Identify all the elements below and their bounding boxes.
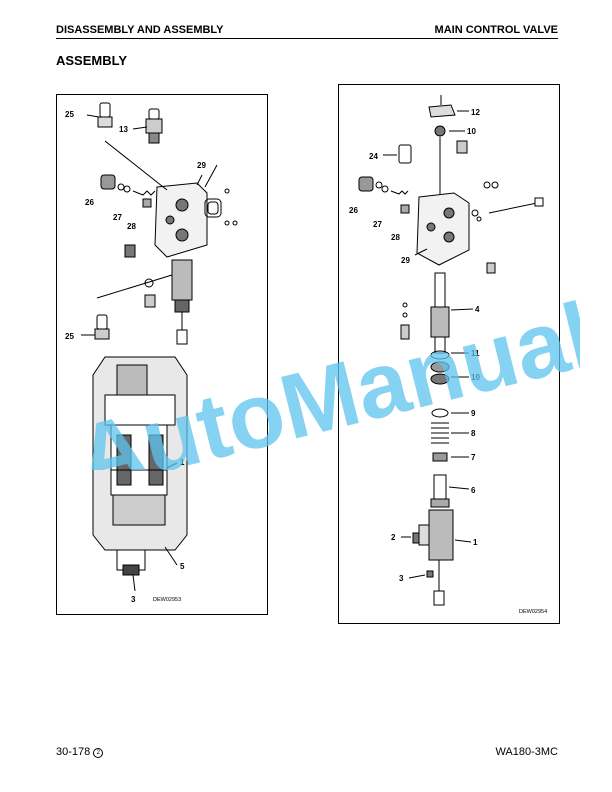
callout-label-6: 6 xyxy=(471,486,476,495)
callout-label-1: 1 xyxy=(473,538,478,547)
callout-label-27: 27 xyxy=(373,220,382,229)
callout-label-26: 26 xyxy=(349,206,358,215)
footer-model: WA180-3MC xyxy=(495,746,558,758)
callout-label-28: 28 xyxy=(391,233,400,242)
callout-label-25-lower: 25 xyxy=(65,332,74,341)
callout-label-27: 27 xyxy=(113,213,122,222)
callout-label-5: 5 xyxy=(180,562,185,571)
callout-label-1: 1 xyxy=(180,458,185,467)
header-rule xyxy=(56,38,558,39)
callout-label-9: 9 xyxy=(471,409,476,418)
callout-label-26: 26 xyxy=(85,198,94,207)
callout-label-29: 29 xyxy=(197,161,206,170)
callout-label-10-top: 10 xyxy=(467,127,476,136)
figure-right-drawing: 12 10 24 26 27 28 29 4 11 10 9 8 7 6 2 1… xyxy=(349,95,547,615)
callout-label-25: 25 xyxy=(65,110,74,119)
callout-label-28: 28 xyxy=(127,222,136,231)
page-header: DISASSEMBLY AND ASSEMBLY MAIN CONTROL VA… xyxy=(56,24,558,38)
figure-code: DEW02954 xyxy=(519,609,547,615)
revision-mark: 2 xyxy=(93,748,104,758)
callout-label-3: 3 xyxy=(131,595,136,604)
figure-left-drawing: 25 13 29 26 27 28 25 1 5 3 DEW02953 xyxy=(65,102,238,604)
header-section-title: DISASSEMBLY AND ASSEMBLY xyxy=(56,24,224,36)
callout-label-11: 11 xyxy=(471,349,480,358)
figure-code: DEW02953 xyxy=(153,597,181,603)
callout-label-4: 4 xyxy=(475,305,480,314)
callout-label-2: 2 xyxy=(391,533,396,542)
callout-label-24: 24 xyxy=(369,152,378,161)
page-number: 30-178 xyxy=(56,746,91,758)
header-component-title: MAIN CONTROL VALVE xyxy=(434,24,558,36)
callout-label-29: 29 xyxy=(401,256,410,265)
callout-label-3: 3 xyxy=(399,574,404,583)
callout-label-13: 13 xyxy=(119,125,128,134)
callout-label-12: 12 xyxy=(471,108,480,117)
callout-label-10: 10 xyxy=(471,373,480,382)
section-title: ASSEMBLY xyxy=(56,53,128,68)
callout-label-7: 7 xyxy=(471,453,476,462)
figure-right-exploded-view: 12 10 24 26 27 28 29 4 11 10 9 8 7 6 2 1… xyxy=(338,84,560,624)
figure-left-exploded-view: 25 13 29 26 27 28 25 1 5 3 DEW02953 xyxy=(56,94,268,615)
callout-label-8: 8 xyxy=(471,429,476,438)
